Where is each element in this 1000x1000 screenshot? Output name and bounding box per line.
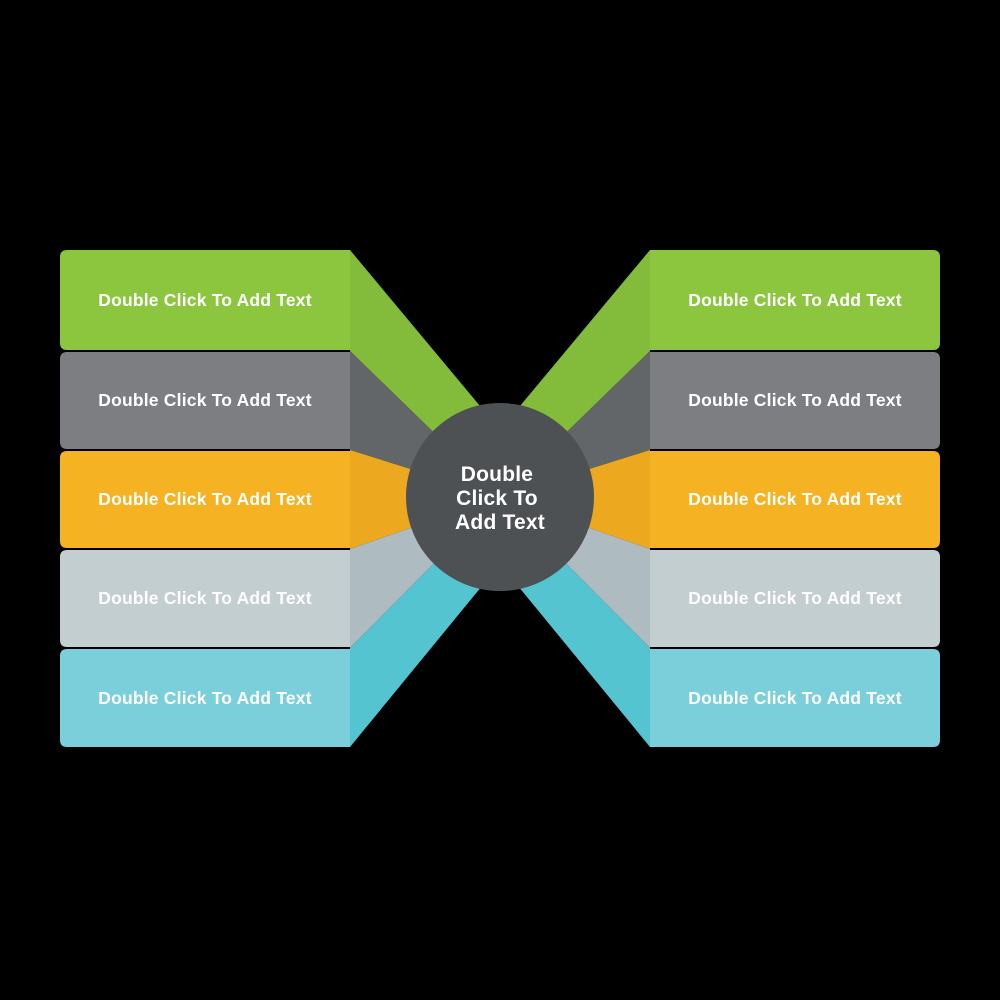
- band-left-5-label[interactable]: Double Click To Add Text: [98, 688, 312, 708]
- band-left-3-label[interactable]: Double Click To Add Text: [98, 489, 312, 509]
- band-right-1-label[interactable]: Double Click To Add Text: [688, 290, 902, 310]
- band-left-1-label[interactable]: Double Click To Add Text: [98, 290, 312, 310]
- band-right-2-box[interactable]: [650, 352, 940, 449]
- band-right-4-box[interactable]: [650, 550, 940, 647]
- band-left-4-box[interactable]: [60, 550, 350, 647]
- band-left-2-box[interactable]: [60, 352, 350, 449]
- center-hub[interactable]: [406, 403, 594, 591]
- band-right-2-label[interactable]: Double Click To Add Text: [688, 390, 902, 410]
- center-hub-label[interactable]: Double Click To Add Text: [455, 463, 545, 534]
- band-left-4-label[interactable]: Double Click To Add Text: [98, 588, 312, 608]
- center-hub-line-2[interactable]: Click To: [456, 487, 538, 510]
- band-right-5-label[interactable]: Double Click To Add Text: [688, 688, 902, 708]
- right-boxes: [650, 250, 940, 747]
- band-left-3-box[interactable]: [60, 451, 350, 548]
- left-labels: Double Click To Add Text Double Click To…: [98, 290, 312, 708]
- band-right-3-label[interactable]: Double Click To Add Text: [688, 489, 902, 509]
- band-right-3-box[interactable]: [650, 451, 940, 548]
- band-left-1-box[interactable]: [60, 250, 350, 350]
- center-hub-line-3[interactable]: Add Text: [455, 511, 545, 534]
- center-hub-line-1[interactable]: Double: [461, 463, 533, 486]
- band-left-5-box[interactable]: [60, 649, 350, 747]
- band-right-1-box[interactable]: [650, 250, 940, 350]
- band-left-2-label[interactable]: Double Click To Add Text: [98, 390, 312, 410]
- right-labels: Double Click To Add Text Double Click To…: [688, 290, 902, 708]
- left-boxes: [60, 250, 350, 747]
- band-right-5-box[interactable]: [650, 649, 940, 747]
- band-right-4-label[interactable]: Double Click To Add Text: [688, 588, 902, 608]
